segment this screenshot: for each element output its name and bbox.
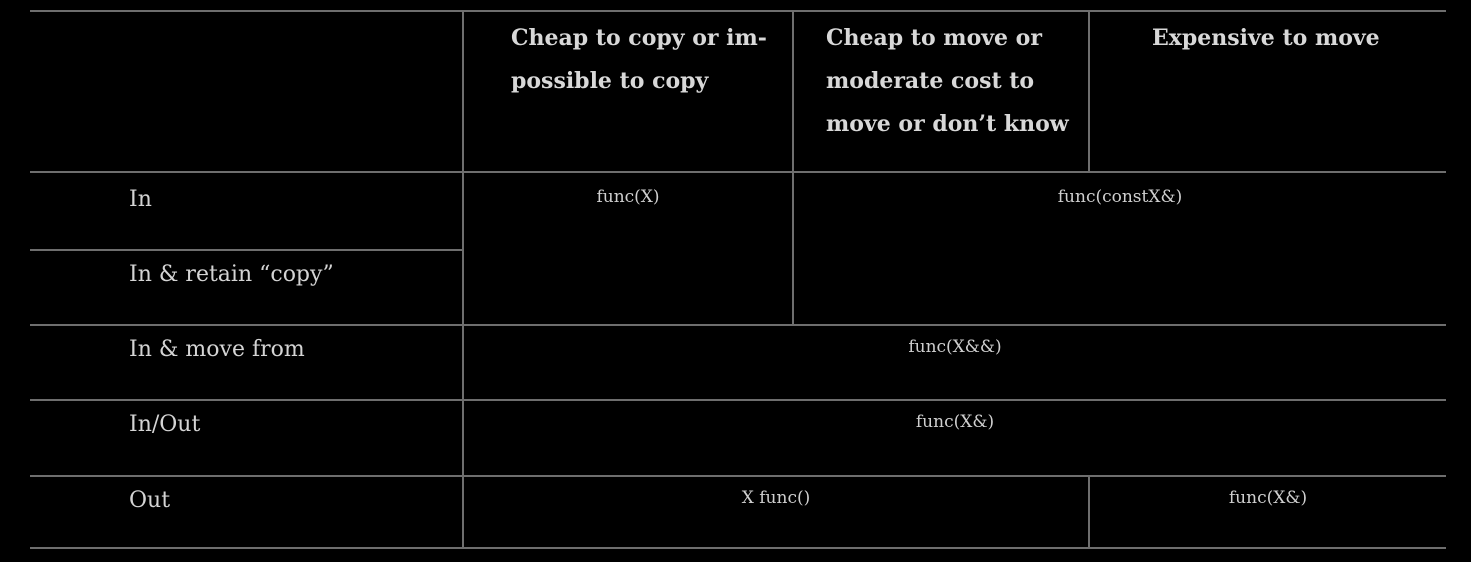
row-in-move-bottom-rule xyxy=(30,399,1446,401)
row-in-bottom-rule xyxy=(30,249,463,251)
cell-in-other: func(constX&) xyxy=(1057,187,1183,207)
col2-col3-out-rule xyxy=(1088,475,1090,549)
table-top-rule xyxy=(30,10,1446,12)
column-header-cheap-copy-line2: possible to copy xyxy=(511,68,709,94)
cell-in-move-all: func(X&&) xyxy=(908,337,1002,357)
column-header-expensive-move: Expensive to move xyxy=(1152,17,1380,60)
row-in-out-bottom-rule xyxy=(30,475,1446,477)
column-header-expensive-move-line1: Expensive to move xyxy=(1152,25,1380,51)
column-header-cheap-move-line2: moderate cost to xyxy=(826,68,1035,94)
header-bottom-rule xyxy=(30,171,1446,173)
column-header-cheap-copy: Cheap to copy or im- possible to copy xyxy=(511,17,767,103)
row-label-in-move: In & move from xyxy=(129,337,305,362)
column-header-cheap-move: Cheap to move or moderate cost to move o… xyxy=(826,17,1069,146)
col1-col2-in-rule xyxy=(792,171,794,326)
row-label-in-retain: In & retain “copy” xyxy=(129,262,334,287)
col2-col3-header-rule xyxy=(1088,10,1090,173)
row-label-in: In xyxy=(129,187,152,212)
row-label-in-out: In/Out xyxy=(129,412,201,437)
cell-in-out-all: func(X&) xyxy=(915,412,995,432)
cell-in-cheap: func(X) xyxy=(596,187,660,207)
cell-out-cheap-moderate: X func() xyxy=(741,488,811,508)
column-header-cheap-copy-line1: Cheap to copy or im- xyxy=(511,25,767,51)
col1-col2-header-rule xyxy=(792,10,794,173)
row-in-retain-bottom-rule xyxy=(30,324,1446,326)
row-label-out: Out xyxy=(129,488,171,513)
table-bottom-rule xyxy=(30,547,1446,549)
column-header-cheap-move-line1: Cheap to move or xyxy=(826,25,1042,51)
label-column-rule xyxy=(462,10,464,549)
column-header-cheap-move-line3: move or don’t know xyxy=(826,111,1069,137)
cell-out-expensive: func(X&) xyxy=(1228,488,1308,508)
